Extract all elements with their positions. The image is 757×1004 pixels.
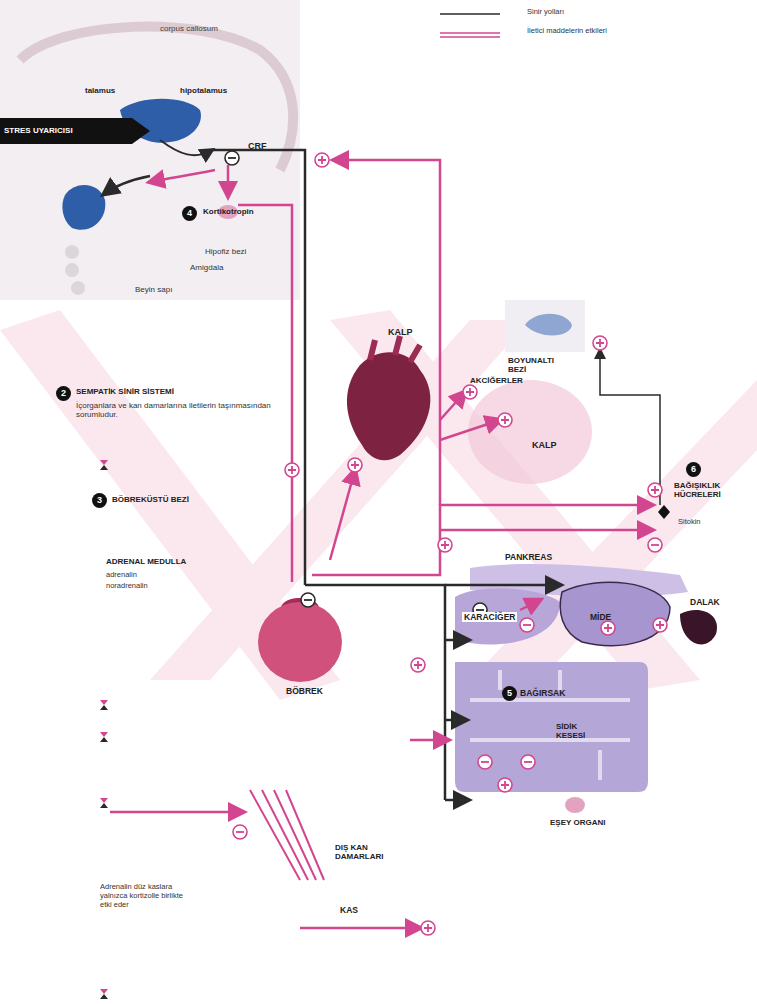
organs xyxy=(250,300,717,880)
text-label: MİDE xyxy=(590,612,611,622)
text-label: SİDİK KESESİ xyxy=(556,722,601,741)
legend-text: Sinir yolları xyxy=(527,8,622,17)
text-label: DIŞ KAN DAMARLARI xyxy=(335,843,395,862)
text-label: Beyin sapı xyxy=(135,285,172,294)
text-label: adrenalin xyxy=(106,571,137,580)
text-label: KARACİĞER xyxy=(462,612,517,622)
callout-number: 5 xyxy=(502,686,517,701)
callout-number: 4 xyxy=(182,206,197,221)
text-label: AKCİĞERLER xyxy=(470,376,523,385)
text-label: ADRENAL MEDULLA xyxy=(106,557,186,566)
text-label: KAS xyxy=(340,905,358,915)
text-label: Adrenalin düz kaslara yalnızca kortizoll… xyxy=(100,883,195,910)
text-label: hipotalamus xyxy=(180,86,227,95)
text-label: Hipofiz bezi xyxy=(205,247,246,256)
text-label: BAĞIŞIKLIK HÜCRELERİ xyxy=(674,481,752,500)
legend-text: İletici maddelerin etkileri xyxy=(527,27,622,36)
callout-number: 3 xyxy=(92,493,107,508)
text-label: CRF xyxy=(248,141,267,152)
text-label: SEMPATİK SİNİR SİSTEMİ xyxy=(76,387,174,396)
text-label: Amigdala xyxy=(190,263,223,272)
text-label: noradrenalin xyxy=(106,582,148,591)
text-label: BAĞIRSAK xyxy=(520,688,565,698)
cytokine-diamond xyxy=(658,505,670,519)
text-label: BÖBREKÜSTÜ BEZİ xyxy=(112,495,189,504)
text-label: KALP xyxy=(532,440,557,451)
text-label: DALAK xyxy=(690,597,720,607)
text-label: KALP xyxy=(388,327,413,338)
brain-area xyxy=(0,0,300,300)
text-label: İçorganlara ve kan damarlarına iletileri… xyxy=(76,401,281,420)
effect-signs xyxy=(225,151,667,935)
watermark-bands xyxy=(0,310,757,700)
hourglass-marks xyxy=(100,460,108,999)
text-label: Kortikotropin xyxy=(203,207,254,216)
arrow-fill xyxy=(0,118,150,144)
text-label: Sitokin xyxy=(678,518,701,527)
text-label: corpus callosum xyxy=(160,24,218,33)
text-label: BOYUNALTI BEZİ xyxy=(508,356,568,375)
text-label: BÖBREK xyxy=(286,686,323,696)
text-label: talamus xyxy=(85,86,115,95)
stimulus-arrow: STRES UYARICISI xyxy=(0,118,150,144)
callout-number: 2 xyxy=(56,386,71,401)
callout-number: 6 xyxy=(686,462,701,477)
legend-samples xyxy=(440,14,500,37)
pathways xyxy=(110,150,660,928)
text-label: EŞEY ORGANI xyxy=(550,818,605,827)
node-text: STRES UYARICISI xyxy=(0,118,150,144)
text-label: PANKREAS xyxy=(505,552,552,562)
